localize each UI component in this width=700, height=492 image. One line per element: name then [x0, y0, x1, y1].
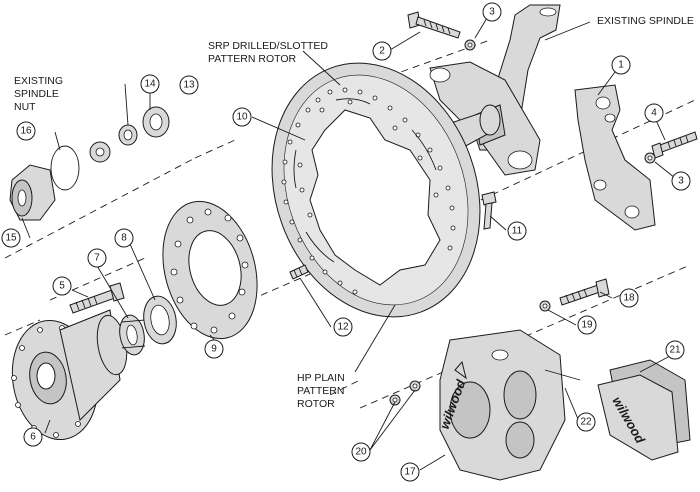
svg-text:4: 4 [651, 108, 657, 119]
label-srp-rotor-2: PATTERN ROTOR [208, 53, 297, 65]
rotor-slots [293, 98, 437, 263]
svg-text:15: 15 [5, 233, 17, 244]
svg-text:17: 17 [404, 467, 416, 478]
callout-15: 15 [1, 228, 21, 248]
label-hp-rotor-3: ROTOR [297, 398, 335, 410]
callout-bubbles: 1 2 3 3 4 5 6 7 8 9 10 11 12 13 14 15 16… [1, 2, 691, 482]
callout-5: 5 [52, 276, 72, 296]
bolt-2 [407, 11, 461, 39]
svg-text:10: 10 [236, 112, 248, 123]
svg-text:14: 14 [144, 79, 156, 90]
svg-text:16: 16 [20, 126, 32, 137]
caliper-bracket [574, 84, 656, 231]
callout-18: 18 [619, 288, 639, 308]
callout-3-right: 3 [671, 171, 691, 191]
svg-text:19: 19 [581, 320, 593, 331]
caliper: wilwood [437, 329, 566, 481]
svg-text:3: 3 [489, 7, 495, 18]
svg-text:6: 6 [30, 432, 36, 443]
callout-10: 10 [232, 107, 252, 127]
svg-text:8: 8 [121, 233, 127, 244]
leader-lines [21, 17, 676, 471]
svg-text:22: 22 [580, 417, 592, 428]
svg-text:2: 2 [379, 46, 385, 57]
label-existing-spindle: EXISTING SPINDLE [597, 15, 694, 27]
seal-8 [143, 295, 177, 345]
hub [11, 309, 128, 441]
o-ring-16 [50, 145, 80, 191]
label-srp-rotor-1: SRP DRILLED/SLOTTED [208, 40, 328, 52]
bolt-5 [69, 282, 125, 314]
bearing-7 [119, 314, 146, 356]
rotor-hat [162, 200, 258, 340]
callout-3-top: 3 [482, 2, 502, 22]
svg-text:12: 12 [337, 322, 349, 333]
callout-22: 22 [576, 412, 596, 432]
rotor [271, 62, 481, 318]
callout-8: 8 [114, 228, 134, 248]
bolt-18 [559, 278, 610, 306]
callout-17: 17 [400, 462, 420, 482]
callout-7: 7 [87, 248, 107, 268]
svg-text:9: 9 [211, 344, 217, 355]
bearing-13 [142, 106, 170, 138]
callout-2: 2 [372, 41, 392, 61]
svg-text:13: 13 [183, 80, 195, 91]
dust-cap-15 [9, 164, 56, 221]
label-spindle-nut-3: NUT [14, 101, 36, 113]
callout-14: 14 [140, 74, 160, 94]
svg-text:20: 20 [355, 447, 367, 458]
label-hp-rotor-1: HP PLAIN [297, 372, 345, 384]
svg-text:5: 5 [59, 281, 65, 292]
svg-text:11: 11 [512, 226, 523, 237]
callout-9: 9 [204, 339, 224, 359]
svg-text:3: 3 [678, 176, 684, 187]
svg-text:21: 21 [669, 345, 681, 356]
callout-20: 20 [351, 442, 371, 462]
brake-pads: wilwood [597, 359, 691, 461]
callout-19: 19 [577, 315, 597, 335]
svg-text:7: 7 [94, 253, 100, 264]
callout-6: 6 [23, 427, 43, 447]
callout-4: 4 [644, 103, 664, 123]
label-spindle-nut-2: SPINDLE [14, 88, 59, 100]
bleeder-22 [544, 369, 581, 381]
svg-text:18: 18 [623, 293, 635, 304]
callout-13: 13 [179, 75, 199, 95]
bolt-4 [651, 131, 698, 159]
callout-11: 11 [507, 221, 527, 241]
svg-text:1: 1 [618, 60, 624, 71]
stud-12 [289, 264, 309, 280]
callout-21: 21 [665, 340, 685, 360]
label-hp-rotor-2: PATTERN [297, 385, 344, 397]
bolt-11 [481, 191, 497, 230]
callout-1: 1 [611, 55, 631, 75]
callout-16: 16 [16, 121, 36, 141]
label-spindle-nut-1: EXISTING [14, 75, 63, 87]
callout-12: 12 [333, 317, 353, 337]
